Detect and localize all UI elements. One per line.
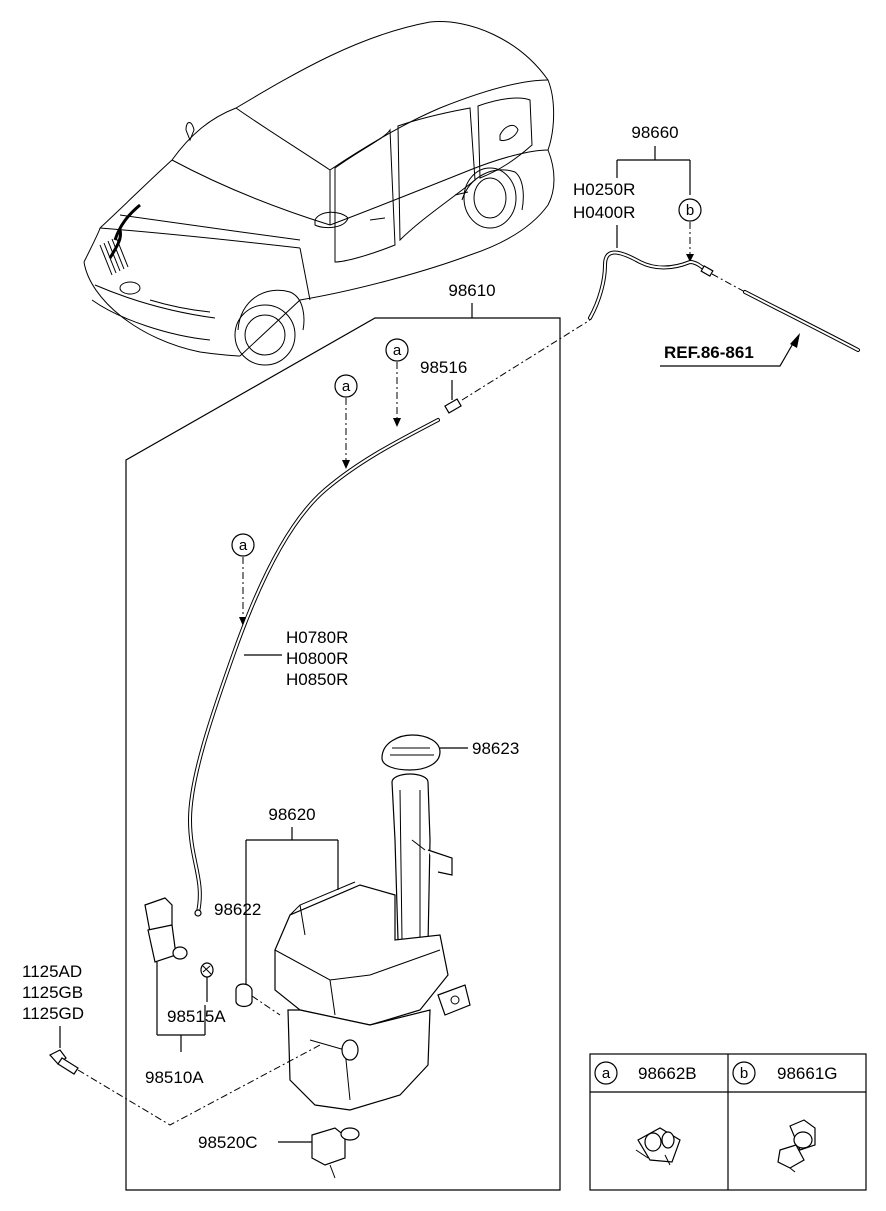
- part-98623-cap: 98623: [381, 734, 519, 771]
- label-1125gd: 1125GD: [22, 1004, 84, 1023]
- callout-a-2: a: [334, 374, 358, 469]
- label-98620: 98620: [268, 805, 315, 824]
- label-h0850r: H0850R: [286, 670, 348, 689]
- part-98510a-pump: 98510A: [144, 897, 206, 1087]
- filler-neck: [391, 773, 453, 946]
- callout-b-circle: [678, 198, 702, 222]
- clip-98662b-drawing: [635, 1127, 681, 1166]
- label-98510a: 98510A: [145, 1068, 204, 1087]
- callout-b-text: b: [686, 202, 694, 219]
- legend-b-part: 98661G: [777, 1064, 838, 1083]
- legend-a-circle: [594, 1061, 618, 1085]
- label-h0250r: H0250R: [573, 180, 635, 199]
- part-98660-callout: 98660 H0250R H0400R b: [573, 123, 702, 262]
- legend-b-letter: b: [740, 1065, 748, 1082]
- hose-98660: [588, 250, 860, 352]
- label-98516: 98516: [420, 358, 467, 377]
- label-ref: REF.86-861: [664, 343, 754, 362]
- label-1125gb: 1125GB: [22, 983, 83, 1002]
- part-98515a: 98515A: [167, 962, 226, 1026]
- label-98610: 98610: [448, 281, 495, 300]
- label-h0780r: H0780R: [286, 628, 348, 647]
- svg-text:a: a: [239, 537, 248, 554]
- callout-a-1: a: [385, 338, 409, 427]
- part-98620-tank: 98620 98622: [214, 805, 471, 1111]
- label-h0800r: H0800R: [286, 649, 348, 668]
- svg-text:a: a: [393, 342, 402, 359]
- part-bolts: 1125AD 1125GB 1125GD: [22, 962, 321, 1126]
- clip-legend-table: a 98662B b 98661G: [589, 1053, 867, 1191]
- label-98622: 98622: [214, 900, 261, 919]
- label-98520c: 98520C: [198, 1133, 258, 1152]
- part-98516: 98516: [420, 358, 467, 414]
- callout-a-3: a: [231, 533, 255, 626]
- label-98515a: 98515A: [167, 1007, 226, 1026]
- part-98610-enclosure: 98610: [125, 281, 561, 1191]
- label-98623: 98623: [472, 739, 519, 758]
- connector-line: [461, 319, 591, 401]
- legend-a-part: 98662B: [638, 1064, 697, 1083]
- legend-a-letter: a: [602, 1065, 611, 1082]
- svg-text:a: a: [342, 378, 351, 395]
- legend-b-circle: [732, 1061, 756, 1085]
- car-illustration: [83, 21, 555, 366]
- clip-98661g-drawing: [777, 1119, 816, 1173]
- hose-h0780r: H0780R H0800R H0850R: [187, 418, 440, 914]
- label-98660: 98660: [631, 123, 678, 142]
- label-1125ad: 1125AD: [22, 962, 82, 981]
- ref-callout: REF.86-861: [660, 333, 800, 367]
- label-h0400r: H0400R: [573, 203, 635, 222]
- part-98520c: 98520C: [198, 1127, 360, 1179]
